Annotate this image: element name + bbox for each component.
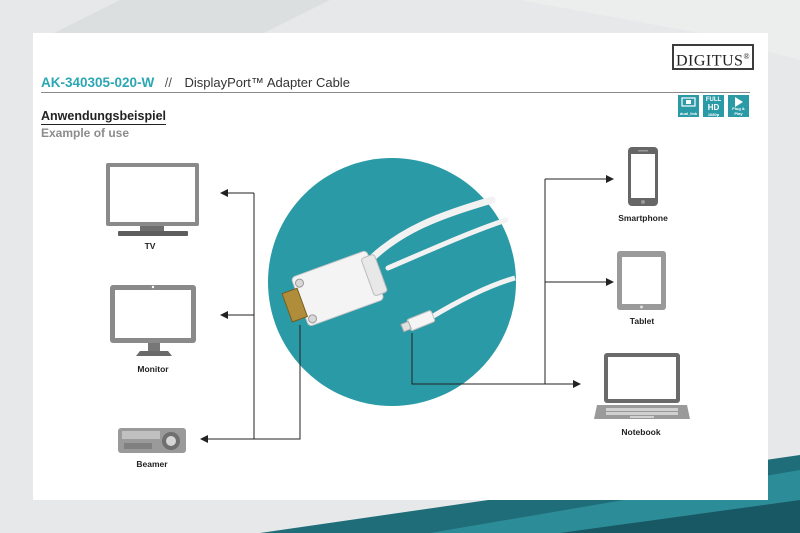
product-title: DisplayPort™ Adapter Cable bbox=[184, 75, 350, 90]
smartphone-icon bbox=[628, 147, 658, 206]
device-label-notebook: Notebook bbox=[621, 427, 661, 437]
section-heading: Anwendungsbeispiel bbox=[41, 109, 167, 125]
section-subheading: Example of use bbox=[41, 126, 130, 140]
article-number: AK-340305-020-W bbox=[41, 75, 155, 90]
header-separator: // bbox=[164, 75, 172, 90]
dual-link-icon: dual_link bbox=[678, 95, 699, 117]
product-header: AK-340305-020-W // DisplayPort™ Adapter … bbox=[41, 74, 750, 93]
device-label-smartphone: Smartphone bbox=[618, 213, 668, 223]
full-hd-icon: FULL HD 1080p bbox=[703, 95, 724, 117]
tv-icon bbox=[106, 163, 199, 236]
device-label-tv: TV bbox=[144, 241, 156, 251]
monitor-icon bbox=[110, 285, 196, 356]
device-label-tablet: Tablet bbox=[629, 316, 655, 326]
dvi-to-mini-displayport-cable-icon bbox=[268, 158, 516, 406]
digitus-logo: DIGITUS® bbox=[672, 44, 754, 70]
tablet-icon bbox=[617, 251, 666, 310]
device-label-monitor: Monitor bbox=[137, 364, 169, 374]
projector-icon bbox=[118, 428, 186, 453]
device-label-beamer: Beamer bbox=[136, 459, 168, 469]
plug-and-play-icon: Plug & Play bbox=[728, 95, 749, 117]
laptop-icon bbox=[594, 353, 690, 419]
